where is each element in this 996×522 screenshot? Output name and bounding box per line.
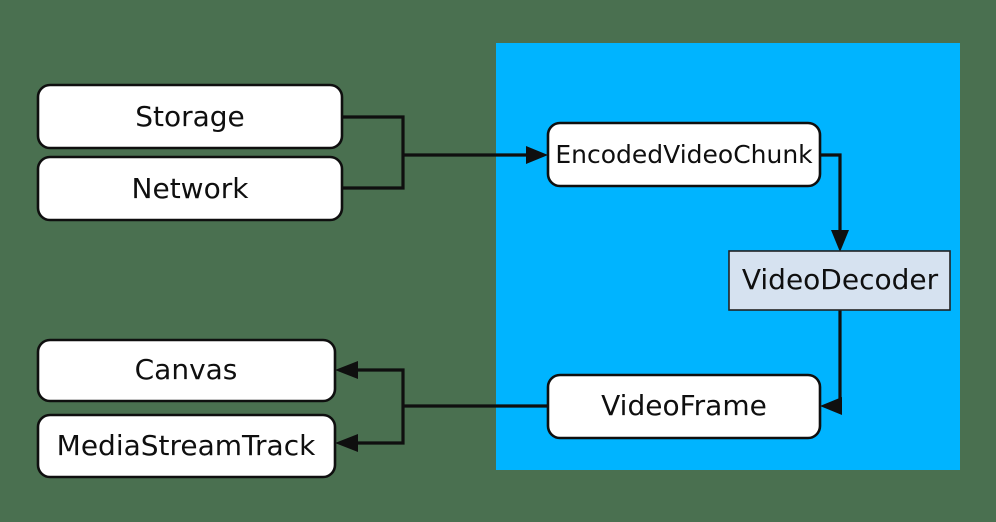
node-storage-box bbox=[36, 83, 344, 150]
node-canvas-label: Canvas bbox=[135, 353, 238, 386]
edge-chunk-to-decoder bbox=[820, 153, 849, 252]
node-canvas[interactable]: Canvas bbox=[36, 338, 337, 403]
node-video-frame[interactable]: VideoFrame bbox=[546, 373, 822, 440]
arrowhead-canvas-in bbox=[335, 361, 358, 379]
node-storage[interactable]: Storage bbox=[36, 83, 344, 150]
node-video-frame-box bbox=[546, 373, 822, 440]
edge-frame-to-canvas bbox=[335, 361, 405, 406]
edge-decoder-to-frame bbox=[820, 310, 842, 415]
node-storage-label: Storage bbox=[135, 100, 245, 133]
arrowhead-mediastreamtrack-in bbox=[335, 434, 358, 452]
arrowhead-decoder-in bbox=[831, 230, 849, 252]
edge-network-to-chunk bbox=[342, 155, 405, 190]
edge-frame-to-mediastreamtrack bbox=[335, 406, 405, 452]
node-media-stream-track-label: MediaStreamTrack bbox=[57, 429, 316, 462]
node-network-box bbox=[36, 155, 344, 222]
node-video-decoder[interactable]: VideoDecoder bbox=[728, 250, 951, 311]
node-media-stream-track[interactable]: MediaStreamTrack bbox=[36, 413, 337, 479]
node-video-decoder-box bbox=[728, 250, 951, 311]
node-network-label: Network bbox=[132, 172, 250, 205]
node-encoded-video-chunk-label: EncodedVideoChunk bbox=[555, 140, 813, 169]
arrowhead-chunk-in bbox=[526, 146, 548, 164]
node-network[interactable]: Network bbox=[36, 155, 344, 222]
arrowhead-frame-in bbox=[820, 397, 842, 415]
node-video-decoder-label: VideoDecoder bbox=[742, 263, 939, 296]
node-encoded-video-chunk-box bbox=[546, 121, 822, 188]
edge-junction-to-chunk bbox=[403, 146, 548, 164]
edge-storage-to-chunk bbox=[342, 115, 405, 155]
node-canvas-box bbox=[36, 338, 337, 403]
node-media-stream-track-box bbox=[36, 413, 337, 479]
node-encoded-video-chunk[interactable]: EncodedVideoChunk bbox=[546, 121, 822, 188]
node-video-frame-label: VideoFrame bbox=[601, 389, 767, 422]
